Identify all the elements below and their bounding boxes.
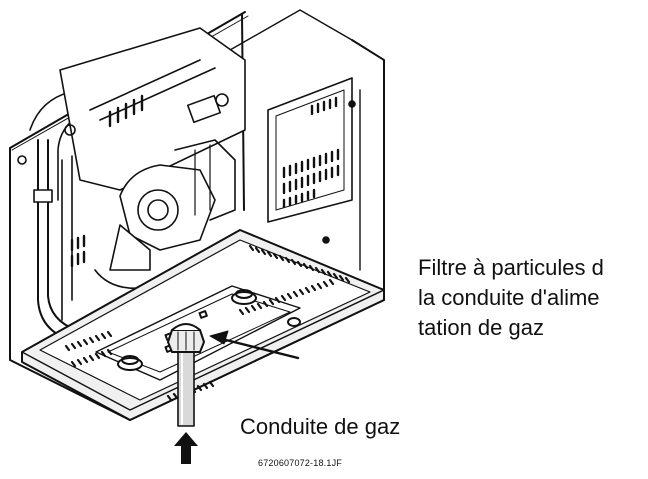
filter-label-line-3: tation de gaz [418, 315, 544, 340]
side-panel [267, 77, 356, 244]
filter-label: Filtre à particules d la conduite d'alim… [418, 253, 604, 343]
internal-components [17, 27, 246, 341]
vent-slots-plate [64, 244, 351, 402]
filter-label-line-2: la conduite d'alime [418, 285, 600, 310]
gas-pipe [167, 323, 205, 427]
vent-slots-upper [282, 96, 340, 209]
reference-code: 6720607072-18.1JF [258, 458, 342, 468]
filter-label-line-1: Filtre à particules d [418, 255, 604, 280]
filter-pointer-arrow [209, 330, 300, 360]
bottom-plate [21, 229, 385, 421]
gas-pipe-label: Conduite de gaz [240, 414, 401, 439]
gas-flow-arrow-icon [174, 432, 198, 464]
